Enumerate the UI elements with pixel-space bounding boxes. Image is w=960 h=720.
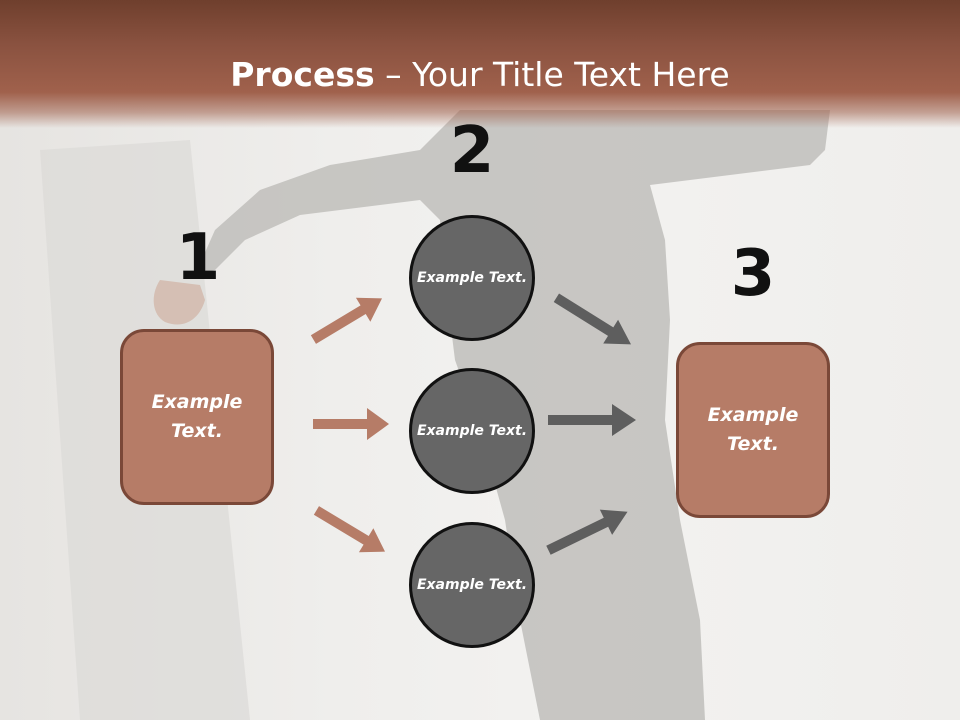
step-2-circle-bottom-label: Example Text.	[416, 576, 528, 593]
arrow-down-right-gray	[553, 293, 632, 345]
step-number-2: 2	[449, 114, 495, 188]
step-2-circle-top[interactable]: Example Text.	[409, 215, 535, 341]
step-2-circle-top-label: Example Text.	[416, 269, 528, 286]
step-number-3: 3	[730, 237, 776, 311]
step-3-label: Example Text.	[707, 404, 799, 455]
title-bold-part: Process	[230, 55, 375, 94]
step-3-box[interactable]: Example Text.	[676, 342, 830, 518]
step-number-1: 1	[175, 221, 221, 295]
arrow-up-right-copper	[310, 297, 383, 344]
step-2-circle-bottom[interactable]: Example Text.	[409, 522, 535, 648]
arrow-right-gray	[548, 404, 636, 436]
title-regular-part: – Your Title Text Here	[374, 55, 730, 94]
slide-title[interactable]: Process – Your Title Text Here	[0, 52, 960, 98]
arrow-right-copper	[313, 408, 389, 440]
step-1-label: Example Text.	[151, 391, 243, 442]
step-2-circle-middle[interactable]: Example Text.	[409, 368, 535, 494]
step-1-box[interactable]: Example Text.	[120, 329, 274, 505]
step-2-circle-middle-label: Example Text.	[416, 422, 528, 439]
arrow-down-right-copper	[313, 506, 386, 553]
hand-shape	[153, 280, 205, 325]
arrow-up-right-gray	[546, 509, 628, 555]
title-band	[0, 0, 960, 128]
